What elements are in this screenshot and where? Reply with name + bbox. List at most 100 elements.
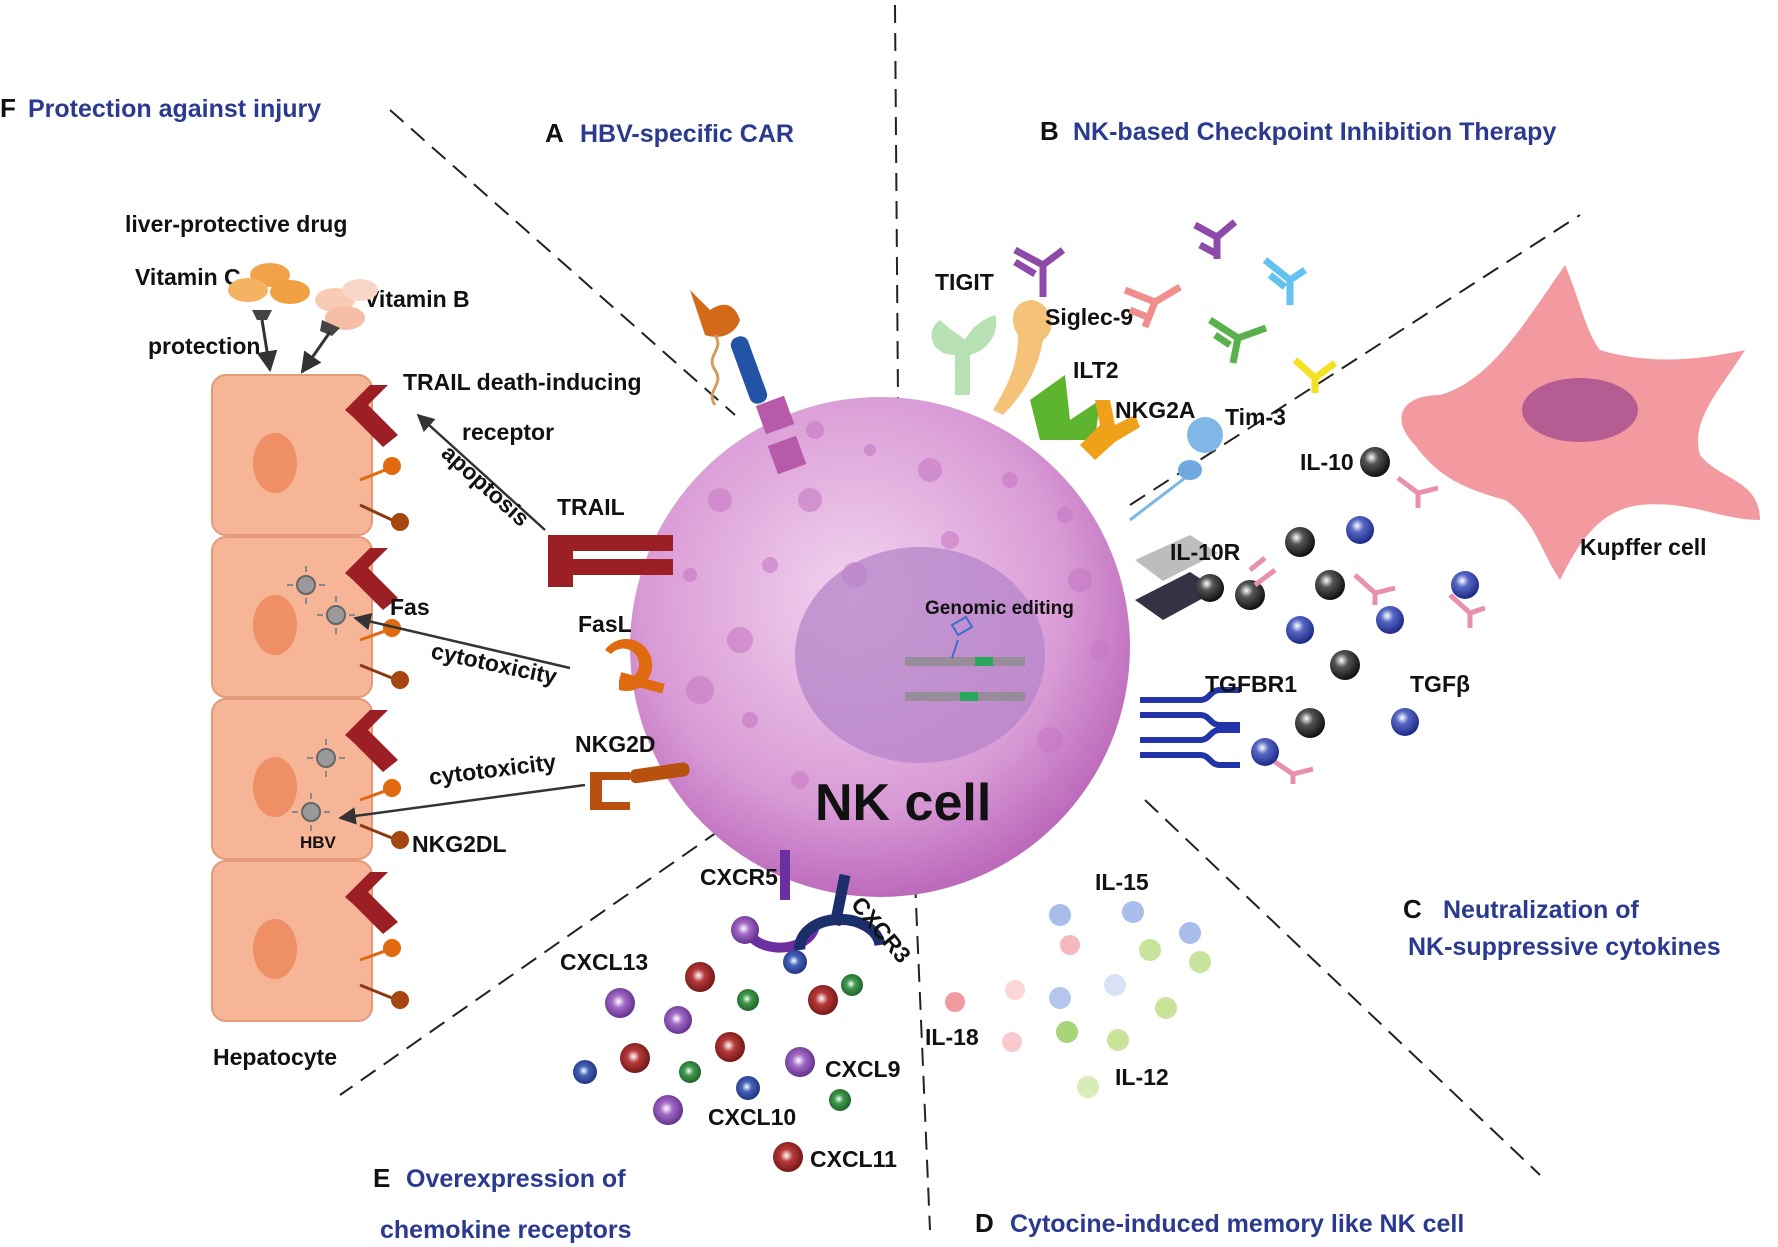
ilt2-label: ILT2	[1073, 357, 1119, 383]
il12-label: IL-12	[1115, 1064, 1169, 1090]
nk-granules	[683, 421, 1110, 789]
il10-icon	[1360, 447, 1390, 477]
antibody-icon	[1396, 476, 1439, 508]
il12-icon	[1077, 1076, 1099, 1098]
section-b-letter: B	[1040, 116, 1059, 146]
fas-icon	[383, 939, 401, 957]
section-f-title: Protection against injury	[28, 95, 321, 123]
trail-receptor-label-line1: TRAIL death-inducing	[403, 369, 642, 395]
car-hinge	[730, 336, 768, 404]
antibody-icon	[1292, 357, 1338, 393]
nkg2d-icon	[590, 772, 630, 810]
tigit-label: TIGIT	[935, 269, 994, 295]
vitamin-c-label: Vitamin C	[135, 264, 241, 290]
il18-icon	[1002, 1032, 1022, 1052]
cxcl11-icon	[808, 985, 838, 1015]
il12-icon	[1139, 939, 1161, 961]
section-e-letter: E	[373, 1163, 390, 1193]
tgfb-icon	[1376, 606, 1404, 634]
il15-icon	[1049, 987, 1071, 1009]
tgfbr1-label: TGFBR1	[1205, 671, 1297, 697]
tigit-icon	[931, 315, 997, 395]
fasl-label: FasL	[578, 611, 632, 637]
cytotoxicity-fas-label: cytotoxicity	[429, 637, 560, 689]
car-receptor	[690, 290, 807, 475]
il18-icon	[945, 992, 965, 1012]
hepatocyte-nucleus	[253, 757, 297, 817]
vitamin-c-pill-icon	[270, 280, 310, 304]
section-c-title-line2: NK-suppressive cytokines	[1408, 933, 1721, 961]
fas-icon	[383, 619, 401, 637]
cxcl10-icon	[783, 950, 807, 974]
section-d-title: Cytocine-induced memory like NK cell	[1010, 1210, 1464, 1238]
cxcl13-icon	[785, 1047, 815, 1077]
hepatocyte-nucleus	[253, 595, 297, 655]
il15-icon	[1179, 922, 1201, 944]
siglec9-label: Siglec-9	[1045, 304, 1133, 330]
antibody-icon	[1273, 759, 1314, 784]
tgfbr1-icon	[1140, 687, 1240, 768]
memory-cytokines: IL-15 IL-18 IL-12	[925, 869, 1211, 1098]
cxcl9-label: CXCL9	[825, 1056, 900, 1082]
nkg2dl-icon	[391, 991, 409, 1009]
tgfb-icon	[1451, 571, 1479, 599]
il18-icon	[1060, 935, 1080, 955]
il15-icon	[1049, 904, 1071, 926]
hbv-spikes	[287, 566, 355, 831]
hbv-icon	[326, 605, 346, 625]
cytotoxicity-nkg2d-label: cytotoxicity	[427, 749, 557, 790]
section-f-letter: F	[0, 93, 16, 123]
kupffer-label: Kupffer cell	[1580, 534, 1707, 560]
nkg2dl-icon	[391, 513, 409, 531]
il10-icon	[1295, 708, 1325, 738]
section-dividers	[339, 4, 1581, 1231]
nkg2d-label: NKG2D	[575, 731, 656, 757]
section-c-letter: C	[1403, 894, 1422, 924]
cxcl10-icon	[736, 1076, 760, 1100]
il12-molecules	[1056, 939, 1211, 1098]
cxcl11-label: CXCL11	[810, 1146, 897, 1172]
tgfb-label: TGFβ	[1410, 671, 1470, 697]
il10-label: IL-10	[1300, 449, 1354, 475]
kupffer-nucleus	[1522, 378, 1638, 442]
vitamin-b-pill-icon	[342, 279, 378, 301]
cxcl11-icon	[773, 1142, 803, 1172]
siglec9-icon	[993, 300, 1052, 415]
hepatocyte-nucleus	[253, 919, 297, 979]
il10-icon	[1285, 527, 1315, 557]
tim3-label: Tim-3	[1225, 404, 1286, 430]
car-signaling-domain	[755, 395, 795, 435]
apoptosis-label: apoptosis	[437, 439, 535, 531]
trail-receptor-icon	[345, 872, 398, 934]
antibody-icon	[1248, 556, 1277, 587]
trail-receptor-icon	[345, 710, 398, 772]
il10-icon	[1235, 580, 1265, 610]
cxcl9-icon	[679, 1061, 701, 1083]
cxcl9-icon	[841, 974, 863, 996]
il10-icon	[1330, 650, 1360, 680]
vitamin-c-pill-icon	[228, 278, 268, 302]
hepatocyte-nucleus	[253, 433, 297, 493]
section-a-title: HBV-specific CAR	[580, 120, 794, 148]
section-d-letter: D	[975, 1208, 994, 1238]
cxcl13-icon	[653, 1095, 683, 1125]
cxcl10-label: CXCL10	[708, 1104, 796, 1130]
antibody-icon	[1353, 573, 1396, 605]
fas-ligands	[359, 457, 409, 1009]
antibody-icon	[1208, 317, 1268, 364]
nk-nucleus	[795, 547, 1045, 763]
il18-icon	[1005, 980, 1025, 1000]
antibody-icon	[1193, 219, 1238, 259]
hbv-icon	[301, 802, 321, 822]
tgfb-icon	[1286, 616, 1314, 644]
ilt2-icon	[1030, 375, 1100, 440]
tgfb-molecules	[1251, 516, 1479, 766]
nkg2a-icon	[1080, 400, 1140, 460]
car-signaling-domain	[767, 435, 807, 475]
chemokine-molecules	[573, 916, 863, 1172]
crispr-icon	[950, 615, 974, 659]
cytokine-neutralization: IL-10R TGFBR1 IL-10 TGFβ	[1135, 447, 1486, 784]
il15-icon	[1122, 901, 1144, 923]
il10-icon	[1196, 574, 1224, 602]
